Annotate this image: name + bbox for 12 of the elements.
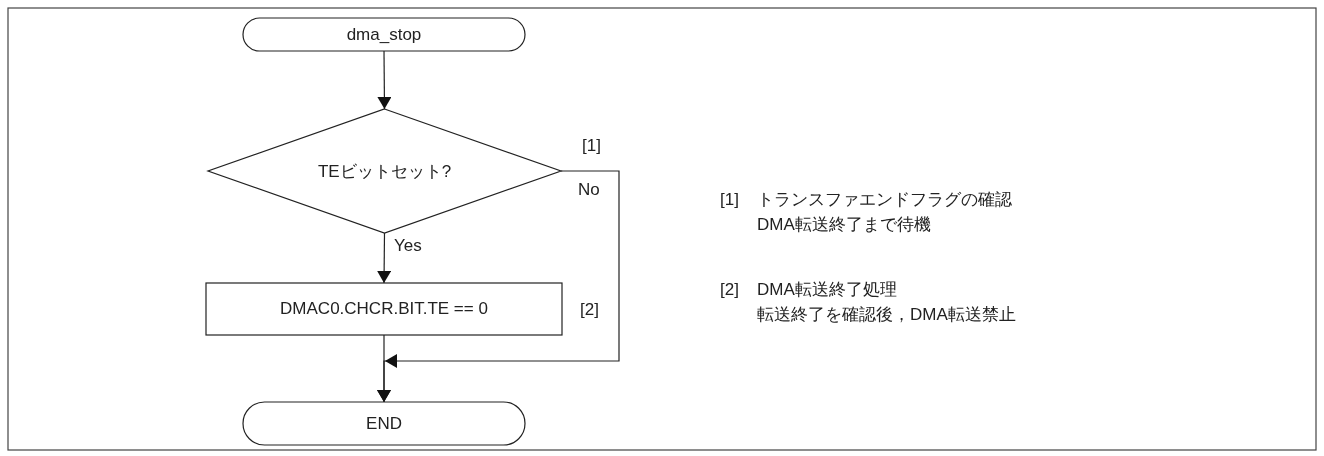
step-number: [2] [580,300,599,320]
note-number: [2] [720,280,739,300]
decision-diamond: TEビットセット? [208,109,561,233]
note-text: DMA転送終了まで待機 [757,215,931,235]
note-text: トランスファエンドフラグの確認 [757,190,1012,210]
note-text: DMA転送終了処理 [757,280,897,300]
step-number: [1] [582,136,601,156]
terminal-shape: END [243,402,525,445]
note-number: [1] [720,190,739,210]
process-box: DMAC0.CHCR.BIT.TE == 0 [206,283,562,335]
terminal-shape: dma_stop [243,18,525,51]
note-text: 転送終了を確認後，DMA転送禁止 [757,305,1016,325]
